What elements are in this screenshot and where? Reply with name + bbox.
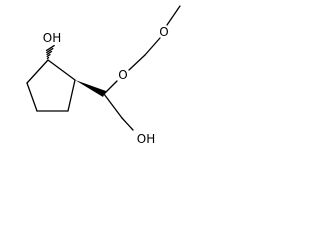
- bond-c6-c7: [103, 93, 123, 119]
- ring-hydroxyl-label: OH: [43, 31, 61, 45]
- cyclopentane-ring: [26, 59, 76, 112]
- hashed-wedge-bond-c1-oh: [45, 44, 55, 60]
- side-hydroxyl-label: OH: [137, 132, 155, 146]
- ring-bond-c2-c1: [47, 59, 76, 81]
- bond-ether-oxygen-ch2: [128, 54, 146, 71]
- ring-bond-c1-c5: [26, 59, 49, 84]
- ring-bond-c3-c2: [67, 79, 76, 112]
- bold-wedge-bond-c2-c6: [75, 80, 106, 97]
- ether-oxygen-label: O: [118, 68, 127, 82]
- bond-c7-side-oh: [121, 117, 134, 131]
- molecule-structure-diagram: OH O O OH: [26, 5, 181, 146]
- bond-terminal-oxygen-methyl: [166, 5, 181, 26]
- bond-ch2-terminal-oxygen: [144, 37, 161, 56]
- ring-bond-c5-c4: [26, 82, 38, 112]
- terminal-oxygen-label: O: [159, 25, 168, 39]
- bond-c6-ether-oxygen: [103, 80, 118, 95]
